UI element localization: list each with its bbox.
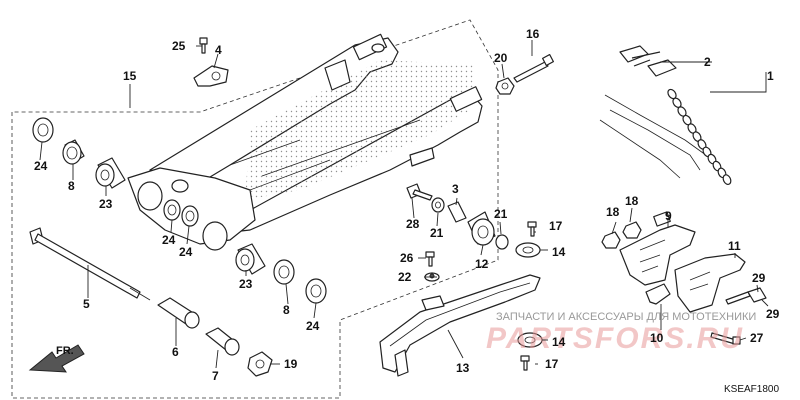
callout-18-b[interactable]: 18 bbox=[625, 194, 639, 208]
bushing-8-left-top[interactable] bbox=[62, 139, 85, 165]
nut-20[interactable] bbox=[495, 77, 515, 95]
chain-guide-plate-11[interactable] bbox=[674, 253, 746, 313]
callout-28[interactable]: 28 bbox=[406, 217, 420, 231]
callout-16[interactable]: 16 bbox=[526, 27, 540, 41]
callout-2[interactable]: 2 bbox=[704, 55, 711, 69]
bolt-17-bottom[interactable] bbox=[520, 355, 530, 371]
callout-29-a[interactable]: 29 bbox=[752, 271, 766, 285]
bearing-23-left-top[interactable] bbox=[95, 157, 126, 189]
callout-21-a[interactable]: 21 bbox=[430, 226, 444, 240]
collar-3[interactable] bbox=[447, 201, 467, 223]
hose-guide-4[interactable] bbox=[193, 65, 229, 87]
callout-17-bottom[interactable]: 17 bbox=[545, 357, 559, 371]
front-direction-arrow: FR. bbox=[28, 344, 85, 373]
bushing-8-right[interactable] bbox=[273, 259, 295, 285]
callout-12[interactable]: 12 bbox=[475, 257, 489, 271]
dust-seal-24-left-top[interactable] bbox=[32, 117, 54, 143]
watermark-text: ЗАПЧАСТИ И АКСЕССУАРЫ ДЛЯ МОТОТЕХНИКИ bbox=[496, 311, 756, 323]
callout-8-right[interactable]: 8 bbox=[283, 303, 290, 317]
callout-5[interactable]: 5 bbox=[83, 297, 90, 311]
callout-8-left[interactable]: 8 bbox=[68, 179, 75, 193]
nut-18-b[interactable] bbox=[622, 221, 642, 239]
dust-seal-24-right[interactable] bbox=[305, 278, 327, 304]
callout-23-left[interactable]: 23 bbox=[99, 197, 113, 211]
callout-10[interactable]: 10 bbox=[650, 331, 664, 345]
diagram-code: KSEAF1800 bbox=[724, 384, 779, 395]
washer-21-a[interactable] bbox=[431, 197, 445, 213]
collar-6[interactable] bbox=[157, 297, 200, 329]
pivot-bolt-5[interactable] bbox=[29, 227, 151, 301]
drive-chain[interactable] bbox=[599, 45, 732, 186]
callout-26[interactable]: 26 bbox=[400, 251, 414, 265]
bolt-27[interactable] bbox=[710, 332, 741, 345]
callout-24-b[interactable]: 24 bbox=[162, 233, 176, 247]
callout-3[interactable]: 3 bbox=[452, 182, 459, 196]
callout-24-a[interactable]: 24 bbox=[34, 159, 48, 173]
bolt-25[interactable] bbox=[199, 37, 208, 54]
callout-27[interactable]: 27 bbox=[750, 331, 764, 345]
bolt-29-a[interactable] bbox=[725, 291, 751, 305]
callout-18-a[interactable]: 18 bbox=[606, 205, 620, 219]
nut-18-a[interactable] bbox=[601, 231, 621, 249]
bolt-16[interactable] bbox=[513, 53, 555, 83]
callout-11[interactable]: 11 bbox=[728, 239, 741, 253]
guide-clip-10[interactable] bbox=[645, 283, 671, 305]
callout-14-bottom[interactable]: 14 bbox=[552, 335, 566, 349]
callouts: 1 2 3 4 5 6 7 8 8 9 10 11 12 13 14 14 15… bbox=[34, 27, 780, 383]
nut-19[interactable] bbox=[247, 351, 273, 377]
bolt-26[interactable] bbox=[425, 251, 435, 267]
chain-slider-13[interactable] bbox=[379, 274, 541, 377]
callout-15[interactable]: 15 bbox=[123, 69, 137, 83]
svg-text:FR.: FR. bbox=[56, 345, 74, 357]
callout-24-c[interactable]: 24 bbox=[179, 245, 193, 259]
leader-lines bbox=[39, 40, 769, 369]
callout-24-d[interactable]: 24 bbox=[306, 319, 320, 333]
callout-17-top[interactable]: 17 bbox=[549, 219, 563, 233]
chain-link bbox=[722, 174, 732, 185]
seals-24-center[interactable] bbox=[163, 199, 199, 227]
bolt-29-b[interactable] bbox=[747, 287, 767, 303]
chain-guide-9[interactable] bbox=[619, 211, 696, 286]
watermark-logo: PARTSFORS.RU bbox=[486, 322, 744, 355]
bushing-12[interactable] bbox=[467, 211, 496, 246]
callout-7[interactable]: 7 bbox=[212, 369, 219, 383]
callout-9[interactable]: 9 bbox=[665, 209, 672, 223]
callout-19[interactable]: 19 bbox=[284, 357, 298, 371]
collar-7[interactable] bbox=[205, 327, 240, 356]
bolt-28[interactable] bbox=[406, 183, 433, 201]
bearing-23-right[interactable] bbox=[235, 243, 266, 275]
callout-23-right[interactable]: 23 bbox=[239, 277, 253, 291]
callout-29-b[interactable]: 29 bbox=[766, 307, 780, 321]
callout-14-top[interactable]: 14 bbox=[552, 245, 566, 259]
washer-14-top[interactable] bbox=[515, 242, 541, 258]
callout-1[interactable]: 1 bbox=[767, 69, 774, 83]
callout-6[interactable]: 6 bbox=[172, 345, 179, 359]
swingarm[interactable] bbox=[127, 33, 483, 251]
callout-13[interactable]: 13 bbox=[456, 361, 470, 375]
callout-4[interactable]: 4 bbox=[215, 43, 222, 57]
washer-21-b[interactable] bbox=[495, 234, 509, 250]
bolt-17-top[interactable] bbox=[527, 221, 537, 237]
callout-21-b[interactable]: 21 bbox=[494, 207, 508, 221]
callout-22[interactable]: 22 bbox=[398, 270, 412, 284]
callout-25[interactable]: 25 bbox=[172, 39, 186, 53]
swingarm-group-outline bbox=[11, 19, 499, 399]
callout-20[interactable]: 20 bbox=[494, 51, 508, 65]
